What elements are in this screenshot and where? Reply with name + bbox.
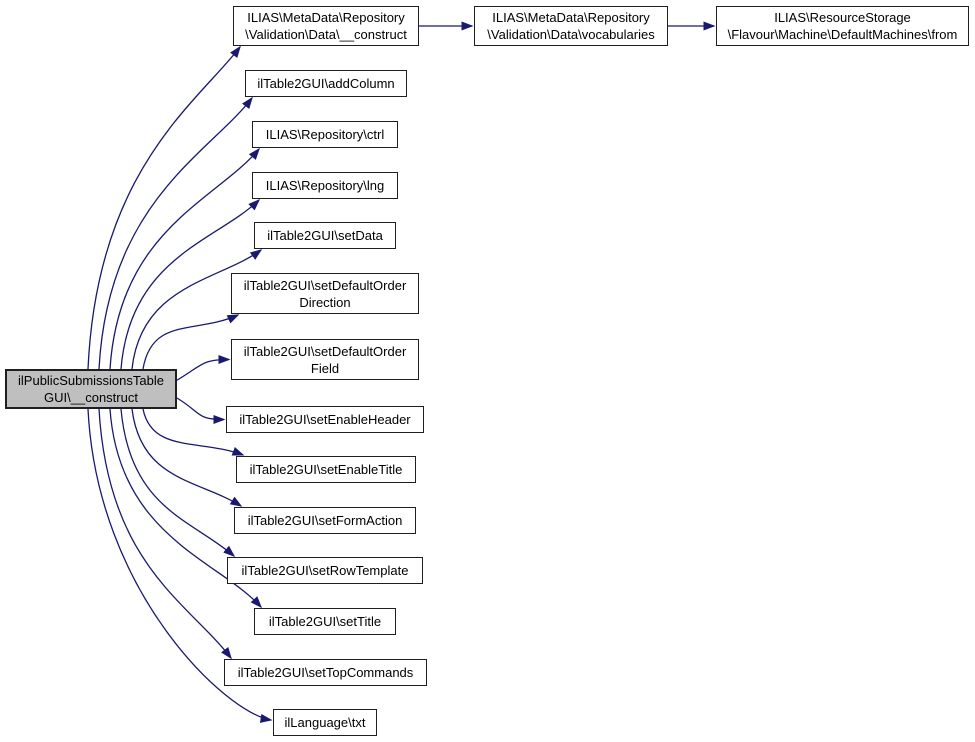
edge-main-to-set-enable-title [142,408,245,456]
graph-node-default-machines-from[interactable]: ILIAS\ResourceStorage \Flavour\Machine\De… [716,6,969,46]
graph-node-set-enable-header[interactable]: ilTable2GUI\setEnableHeader [226,406,424,433]
graph-node-label-line: GUI\__construct [44,390,138,405]
graph-node-ctrl[interactable]: ILIAS\Repository\ctrl [252,121,398,148]
graph-node-label-line: ILIAS\MetaData\Repository [247,10,405,25]
graph-node-set-data[interactable]: ilTable2GUI\setData [254,222,396,249]
graph-node-set-enable-title[interactable]: ilTable2GUI\setEnableTitle [236,456,416,483]
graph-node-add-column[interactable]: ilTable2GUI\addColumn [245,70,407,97]
edge-main-to-set-title [109,408,263,609]
edge-main-to-set-form-action [131,408,243,507]
graph-node-label-line: ilPublicSubmissionsTable [18,373,164,388]
graph-node-label-line: ilTable2GUI\setDefaultOrder [243,343,407,359]
edge-main-to-ctrl [109,147,260,370]
graph-node-label-line: ilTable2GUI\setEnableHeader [239,412,411,427]
graph-node-label-line: \Flavour\Machine\DefaultMachines\from [727,27,958,42]
edge-main-to-set-data [131,249,263,370]
graph-node-label-line: Direction [299,294,351,310]
edge-main-to-add-column [98,96,253,370]
edge-main-to-set-top-commands [98,408,232,660]
graph-node-label-line: ilTable2GUI\setFormAction [247,513,403,528]
graph-node-set-top-commands[interactable]: ilTable2GUI\setTopCommands [224,659,427,686]
edge-main-to-set-default-order-field [176,355,231,381]
graph-node-md-construct[interactable]: ILIAS\MetaData\Repository \Validation\Dat… [233,6,419,46]
graph-node-label-line: ilTable2GUI\setTopCommands [237,665,414,680]
graph-node-label-line: ilTable2GUI\addColumn [257,76,395,91]
graph-node-label-line: ilTable2GUI\setData [267,228,383,243]
graph-node-label-line: ILIAS\Repository\lng [265,178,385,193]
graph-node-label-line: ilTable2GUI\setEnableTitle [249,462,403,477]
graph-node-set-form-action[interactable]: ilTable2GUI\setFormAction [234,507,416,534]
graph-node-label-line: ilTable2GUI\setDefaultOrder [243,277,407,293]
edge-main-to-md-construct [87,45,241,370]
graph-node-label-line: ilLanguage\txt [284,715,366,730]
graph-node-label-line: \Validation\Data\__construct [245,27,407,42]
edge-main-to-set-default-order-direction [142,314,240,370]
graph-node-label-line: ILIAS\MetaData\Repository [492,10,650,25]
graph-node-label-line: Field [310,360,340,376]
edge-main-to-set-row-template [120,408,236,557]
graph-node-txt[interactable]: ilLanguage\txt [273,709,377,736]
graph-node-lng[interactable]: ILIAS\Repository\lng [252,172,398,199]
edge-main-to-lng [120,198,261,370]
graph-node-label-line: ILIAS\ResourceStorage [774,10,911,25]
edge-main-to-set-enable-header [176,397,226,424]
graph-node-label-line: ILIAS\Repository\ctrl [265,127,385,142]
graph-node-label-line: \Validation\Data\vocabularies [487,27,655,42]
graph-node-label-line: ilTable2GUI\setTitle [268,614,382,629]
graph-node-vocabularies[interactable]: ILIAS\MetaData\Repository \Validation\Dat… [474,6,668,46]
graph-node-set-title[interactable]: ilTable2GUI\setTitle [254,608,396,635]
graph-node-set-row-template[interactable]: ilTable2GUI\setRowTemplate [227,557,423,584]
edge-main-to-txt [87,408,273,723]
graph-node-label-line: ilTable2GUI\setRowTemplate [241,563,409,578]
